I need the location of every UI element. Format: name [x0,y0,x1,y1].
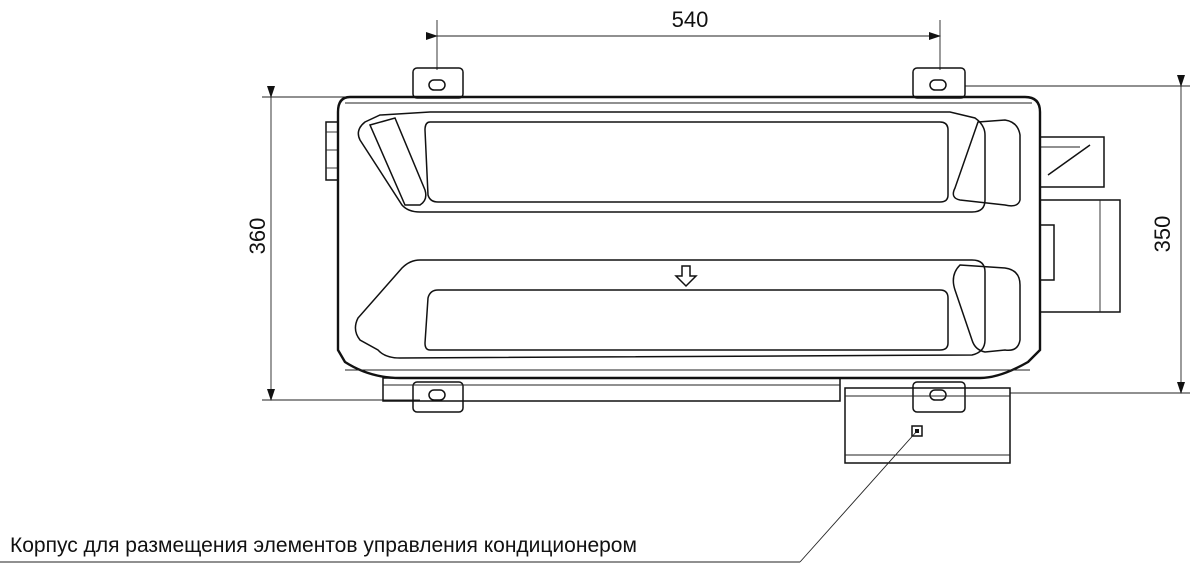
callout-label: Корпус для размещения элементов управлен… [10,534,637,557]
main-unit-body [336,95,1042,380]
mounting-bracket-bottom-right [912,381,966,413]
dimension-width-top: 540 [426,7,941,70]
dimension-height-left: 360 [245,86,420,401]
right-side-connections [1039,136,1121,313]
mounting-bracket-bottom-left [412,381,464,413]
dimension-label-height-right: 350 [1150,216,1175,253]
enclosure-terminal-icon [911,425,923,437]
mounting-bracket-top-right [912,67,966,99]
callout-leader: Корпус для размещения элементов управлен… [0,430,918,563]
dimension-label-height-left: 360 [245,218,270,255]
dimension-height-right: 350 [965,75,1190,394]
dimension-label-width: 540 [672,7,709,32]
drain-arrow-icon [674,265,698,288]
left-side-fitting [325,121,339,181]
mounting-bracket-top-left [412,67,464,99]
leader-line-diagonal [799,430,918,563]
control-enclosure [844,387,1011,464]
